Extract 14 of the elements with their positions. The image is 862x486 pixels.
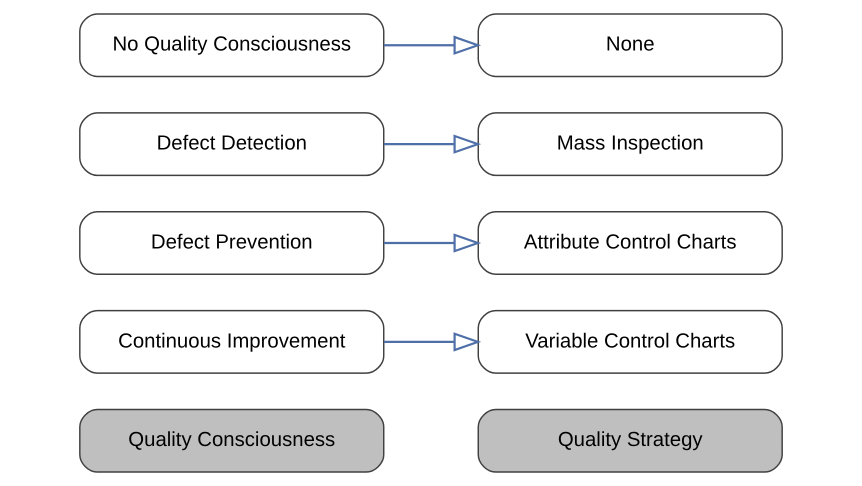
node-box: Continuous Improvement <box>79 310 384 374</box>
node-box: Attribute Control Charts <box>478 211 783 275</box>
node-box: Quality Strategy <box>478 408 783 473</box>
node-box: Variable Control Charts <box>478 310 783 374</box>
arrow <box>384 233 482 253</box>
node-box: Mass Inspection <box>478 112 783 176</box>
node-box: Defect Prevention <box>79 211 384 275</box>
node-box: None <box>478 13 783 78</box>
arrow <box>384 332 482 352</box>
arrow <box>384 134 482 154</box>
node-box: No Quality Consciousness <box>79 13 384 78</box>
node-box: Defect Detection <box>79 112 384 176</box>
node-box: Quality Consciousness <box>79 408 384 473</box>
arrow <box>384 36 482 55</box>
